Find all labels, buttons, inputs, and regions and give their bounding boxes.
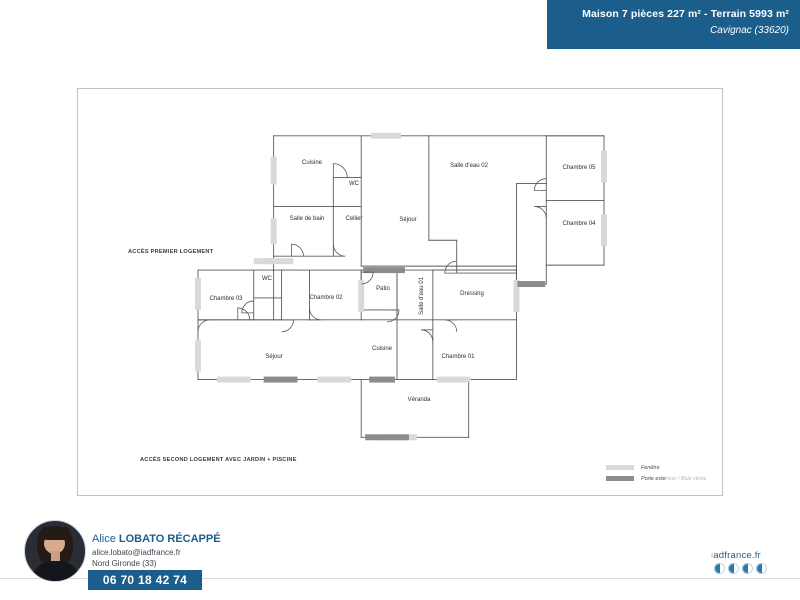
floor-plan-frame: ACCÈS PREMIER LOGEMENT ACCÈS SECOND LOGE… xyxy=(77,88,723,496)
agent-phone[interactable]: 06 70 18 42 74 xyxy=(88,570,202,590)
room-label-wc-1: WC xyxy=(349,181,359,187)
footer-divider xyxy=(0,578,800,579)
room-label-veranda: Véranda xyxy=(407,397,431,403)
instagram-icon[interactable] xyxy=(756,563,767,574)
note-first-dwelling-access: ACCÈS PREMIER LOGEMENT xyxy=(128,249,214,255)
legend: Fenêtre Porte exte rieur / Baie vitrée xyxy=(606,462,706,484)
window-swatch xyxy=(606,465,634,470)
legend-row-door: Porte exte rieur / Baie vitrée xyxy=(606,473,706,484)
room-label-salle-eau-01: Salle d'eau 01 xyxy=(419,277,425,315)
door-swatch xyxy=(606,476,634,481)
social-icons xyxy=(714,563,767,574)
facebook-icon[interactable] xyxy=(714,563,725,574)
avatar xyxy=(24,520,86,582)
room-label-chambre-01: Chambre 01 xyxy=(441,354,475,360)
room-label-sejour-2: Séjour xyxy=(265,354,283,360)
room-label-dressing: Dressing xyxy=(460,291,484,297)
room-label-cellier: Cellier xyxy=(345,216,363,222)
room-label-wc-2: WC xyxy=(262,276,272,282)
room-label-salle-de-bain: Salle de bain xyxy=(289,216,325,222)
legend-label-door: Porte exte xyxy=(641,475,666,482)
avatar-body xyxy=(31,561,81,581)
room-label-patio: Patio xyxy=(376,286,390,292)
legend-label-window: Fenêtre xyxy=(641,464,660,471)
page-title: Maison 7 pièces 227 m² - Terrain 5993 m² xyxy=(582,8,789,20)
page-subtitle: Cavignac (33620) xyxy=(710,25,789,36)
door-swings-group xyxy=(197,163,547,342)
legend-row-window: Fenêtre xyxy=(606,462,706,473)
brand-text: adfrance.fr xyxy=(713,550,761,561)
agent-first-name: Alice xyxy=(92,533,119,545)
note-second-dwelling-access: ACCÈS SECOND LOGEMENT AVEC JARDIN + PISC… xyxy=(140,457,297,463)
room-label-chambre-02: Chambre 02 xyxy=(309,295,343,301)
brand-prefix: i xyxy=(711,550,714,561)
room-label-chambre-04: Chambre 04 xyxy=(562,221,596,227)
legend-label-door-suffix: rieur / Baie vitrée xyxy=(665,475,707,482)
floor-plan-drawing xyxy=(195,132,607,441)
room-label-chambre-03: Chambre 03 xyxy=(209,296,243,302)
room-label-salle-eau-02: Salle d'eau 02 xyxy=(450,163,488,169)
exterior-doors-group xyxy=(263,267,546,441)
linkedin-icon[interactable] xyxy=(742,563,753,574)
avatar-neck xyxy=(51,551,60,563)
brand-logo[interactable]: iadfrance.fr xyxy=(711,550,761,561)
header-band: Maison 7 pièces 227 m² - Terrain 5993 m²… xyxy=(547,0,800,49)
avatar-hair-top xyxy=(42,526,68,540)
room-label-cuisine-2: Cuisine xyxy=(371,346,393,352)
agent-zone: Nord Gironde (33) xyxy=(92,559,157,568)
room-label-sejour-1: Séjour xyxy=(399,217,417,223)
twitter-icon[interactable] xyxy=(728,563,739,574)
agent-last-name: LOBATO RÉCAPPÉ xyxy=(118,533,221,545)
room-label-chambre-05: Chambre 05 xyxy=(562,165,596,171)
room-label-cuisine-1: Cuisine xyxy=(301,160,323,166)
agent-name: Alice LOBATO RÉCAPPÉ xyxy=(92,533,221,545)
agent-email[interactable]: alice.lobato@iadfrance.fr xyxy=(92,548,181,557)
